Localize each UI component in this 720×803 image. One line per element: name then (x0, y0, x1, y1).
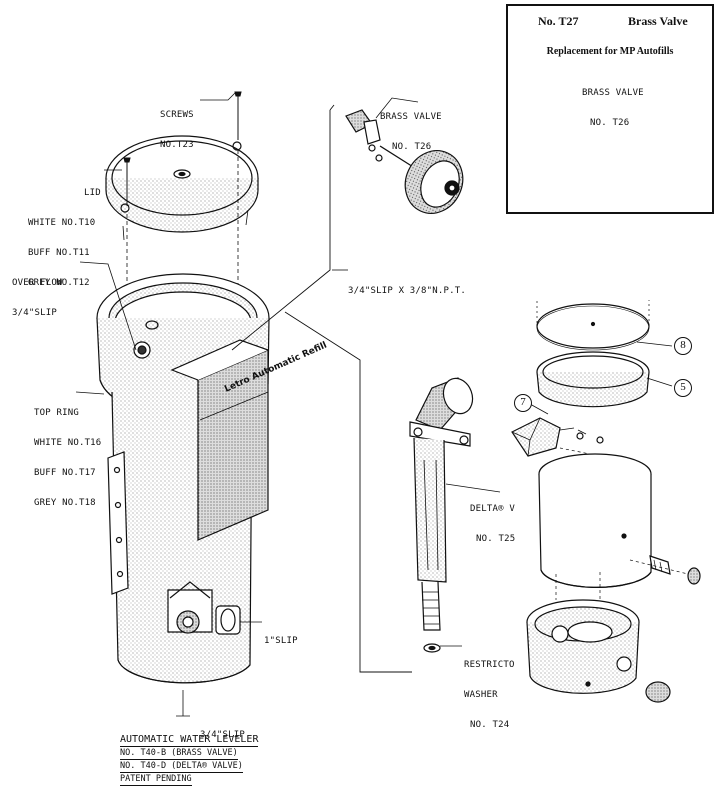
label-top-ring: TOP RING WHITE NO.T16 BUFF NO.T17 GREY N… (34, 408, 102, 508)
lid (105, 135, 259, 241)
inset-number: No. T27 (538, 14, 579, 28)
caption-title: AUTOMATIC WATER LEVELER (120, 734, 259, 747)
screw-t23 (123, 91, 242, 206)
callout-5: 5 (674, 379, 692, 397)
label-brass-valve: BRASS VALVE NO. T26 (380, 112, 442, 152)
callout-8: 8 (674, 337, 692, 355)
label-one-inch-slip: 1"SLIP (264, 636, 298, 646)
brass-valve-t26 (345, 109, 464, 214)
caption-line3: PATENT PENDING (120, 774, 192, 786)
inset-name: Brass Valve (628, 14, 688, 28)
label-lid: LID WHITE NO.T10 BUFF NO.T11 GREY NO.T12 (28, 188, 101, 288)
caption-line2: NO. T40-D (DELTA® VALVE) (120, 761, 243, 773)
label-three-quarter-slip: 3/4"SLIP (200, 730, 245, 740)
label-restrictor-washer: RESTRICTO WASHER NO. T24 (464, 660, 515, 730)
caption-line1: NO. T40-B (BRASS VALVE) (120, 748, 238, 760)
inset-subtitle: Replacement for MP Autofills (546, 46, 674, 57)
caption: AUTOMATIC WATER LEVELER NO. T40-B (BRASS… (120, 734, 320, 786)
inset-valve-label: BRASS VALVE NO. T26 (582, 88, 644, 128)
label-delta-valve: DELTA® V NO. T25 (470, 504, 516, 544)
delta-valve-t25 (409, 377, 474, 653)
main-body (96, 273, 270, 717)
label-screws: SCREWS NO.T23 (160, 110, 194, 150)
label-slip-npt: 3/4"SLIP X 3/8"N.P.T. (348, 286, 466, 296)
inset-brass-valve-t27: No. T27 Brass Valve Replacement for MP A… (506, 4, 714, 214)
exploded-assembly (511, 300, 701, 703)
callout-7: 7 (514, 394, 532, 412)
label-overflow: OVER FLOW 3/4"SLIP (12, 278, 63, 318)
